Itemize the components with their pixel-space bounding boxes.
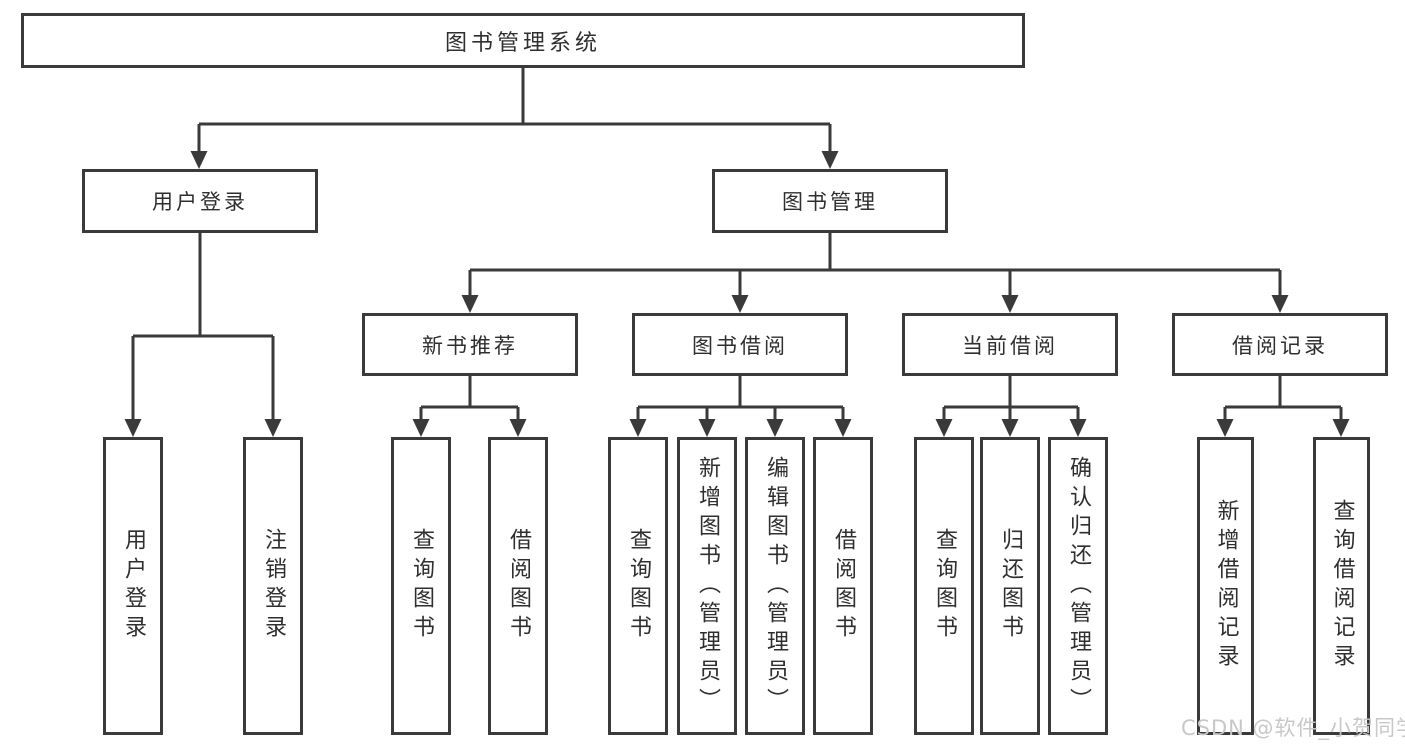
- leaf-query-book-borrow-label: 查询图书: [626, 528, 651, 644]
- connector-records-to-leaves: [1223, 376, 1343, 426]
- leaf-query-book-recommend: 查询图书: [391, 437, 451, 735]
- node-current-borrow: 当前借阅: [902, 313, 1118, 376]
- leaf-add-book-admin: 新增图书（管理员）: [677, 437, 737, 735]
- leaf-add-book-admin-label: 新增图书（管理员）: [695, 455, 720, 717]
- connector-currentborrow-to-leaves: [942, 376, 1080, 426]
- node-new-book-recommend-label: 新书推荐: [422, 333, 518, 358]
- arrowhead-leaf-7: [766, 419, 784, 437]
- arrowhead-leaf-1: [124, 419, 142, 437]
- node-user-login-label: 用户登录: [152, 190, 248, 214]
- connector-newbook-to-leaves: [419, 376, 520, 426]
- arrowhead-leaf-12: [1216, 419, 1234, 437]
- arrowhead-leaf-2: [264, 419, 282, 437]
- arrowhead-leaf-11: [1069, 419, 1087, 437]
- leaf-borrow-book-recommend-label: 借阅图书: [506, 528, 531, 644]
- node-borrow-records-label: 借阅记录: [1232, 333, 1328, 358]
- arrowhead-leaf-8: [834, 419, 852, 437]
- leaf-logout-label: 注销登录: [261, 528, 286, 644]
- leaf-query-book-borrow: 查询图书: [608, 437, 668, 735]
- leaf-user-login-label: 用户登录: [121, 528, 146, 644]
- node-borrow-records: 借阅记录: [1172, 313, 1388, 376]
- arrowhead-leaf-6: [698, 419, 716, 437]
- connector-userlogin-to-leaves: [131, 233, 275, 426]
- leaf-borrow-book: 借阅图书: [813, 437, 873, 735]
- node-book-borrow-label: 图书借阅: [692, 333, 788, 358]
- connector-root-to-level2: [197, 68, 832, 158]
- leaf-add-borrow-record-label: 新增借阅记录: [1213, 499, 1239, 673]
- arrowhead-user-login: [190, 151, 208, 169]
- arrowhead-borrow-records: [1271, 295, 1289, 313]
- arrowhead-leaf-9: [935, 419, 953, 437]
- leaf-confirm-return-admin-label: 确认归还（管理员）: [1066, 455, 1091, 717]
- leaf-query-book-recommend-label: 查询图书: [409, 528, 434, 644]
- arrowhead-new-book: [461, 295, 479, 313]
- node-current-borrow-label: 当前借阅: [962, 333, 1058, 358]
- leaf-borrow-book-recommend: 借阅图书: [488, 437, 548, 735]
- arrowhead-leaf-5: [629, 419, 647, 437]
- node-book-management-label: 图书管理: [782, 190, 878, 214]
- leaf-return-book-label: 归还图书: [998, 528, 1023, 644]
- arrowhead-leaf-13: [1332, 419, 1350, 437]
- node-book-management: 图书管理: [712, 169, 948, 233]
- arrowhead-leaf-10: [1001, 419, 1019, 437]
- leaf-edit-book-admin: 编辑图书（管理员）: [745, 437, 805, 735]
- csdn-watermark: CSDN @软件_小贺同学: [1181, 716, 1405, 740]
- node-user-login: 用户登录: [82, 169, 318, 233]
- arrowhead-book-management: [821, 151, 839, 169]
- leaf-query-borrow-record-label: 查询借阅记录: [1329, 499, 1355, 673]
- arrowhead-current-borrow: [1001, 295, 1019, 313]
- leaf-confirm-return-admin: 确认归还（管理员）: [1048, 437, 1108, 735]
- arrowheads: [124, 151, 1350, 437]
- leaf-user-login: 用户登录: [103, 437, 163, 735]
- node-root-label: 图书管理系统: [444, 30, 601, 56]
- node-root: 图书管理系统: [21, 13, 1025, 68]
- leaf-return-book: 归还图书: [980, 437, 1040, 735]
- node-book-borrow: 图书借阅: [632, 313, 848, 376]
- leaf-query-borrow-record: 查询借阅记录: [1313, 437, 1370, 735]
- node-new-book-recommend: 新书推荐: [362, 313, 578, 376]
- arrowhead-leaf-4: [509, 419, 527, 437]
- leaf-borrow-book-label: 借阅图书: [831, 528, 856, 644]
- connector-bookborrow-to-leaves: [636, 376, 845, 426]
- leaf-edit-book-admin-label: 编辑图书（管理员）: [763, 455, 788, 717]
- arrowhead-book-borrow: [731, 295, 749, 313]
- connector-bookmgmt-to-level3: [468, 233, 1282, 302]
- arrowhead-leaf-3: [412, 419, 430, 437]
- leaf-logout: 注销登录: [243, 437, 303, 735]
- leaf-add-borrow-record: 新增借阅记录: [1197, 437, 1254, 735]
- leaf-query-book-current: 查询图书: [914, 437, 974, 735]
- leaf-query-book-current-label: 查询图书: [932, 528, 957, 644]
